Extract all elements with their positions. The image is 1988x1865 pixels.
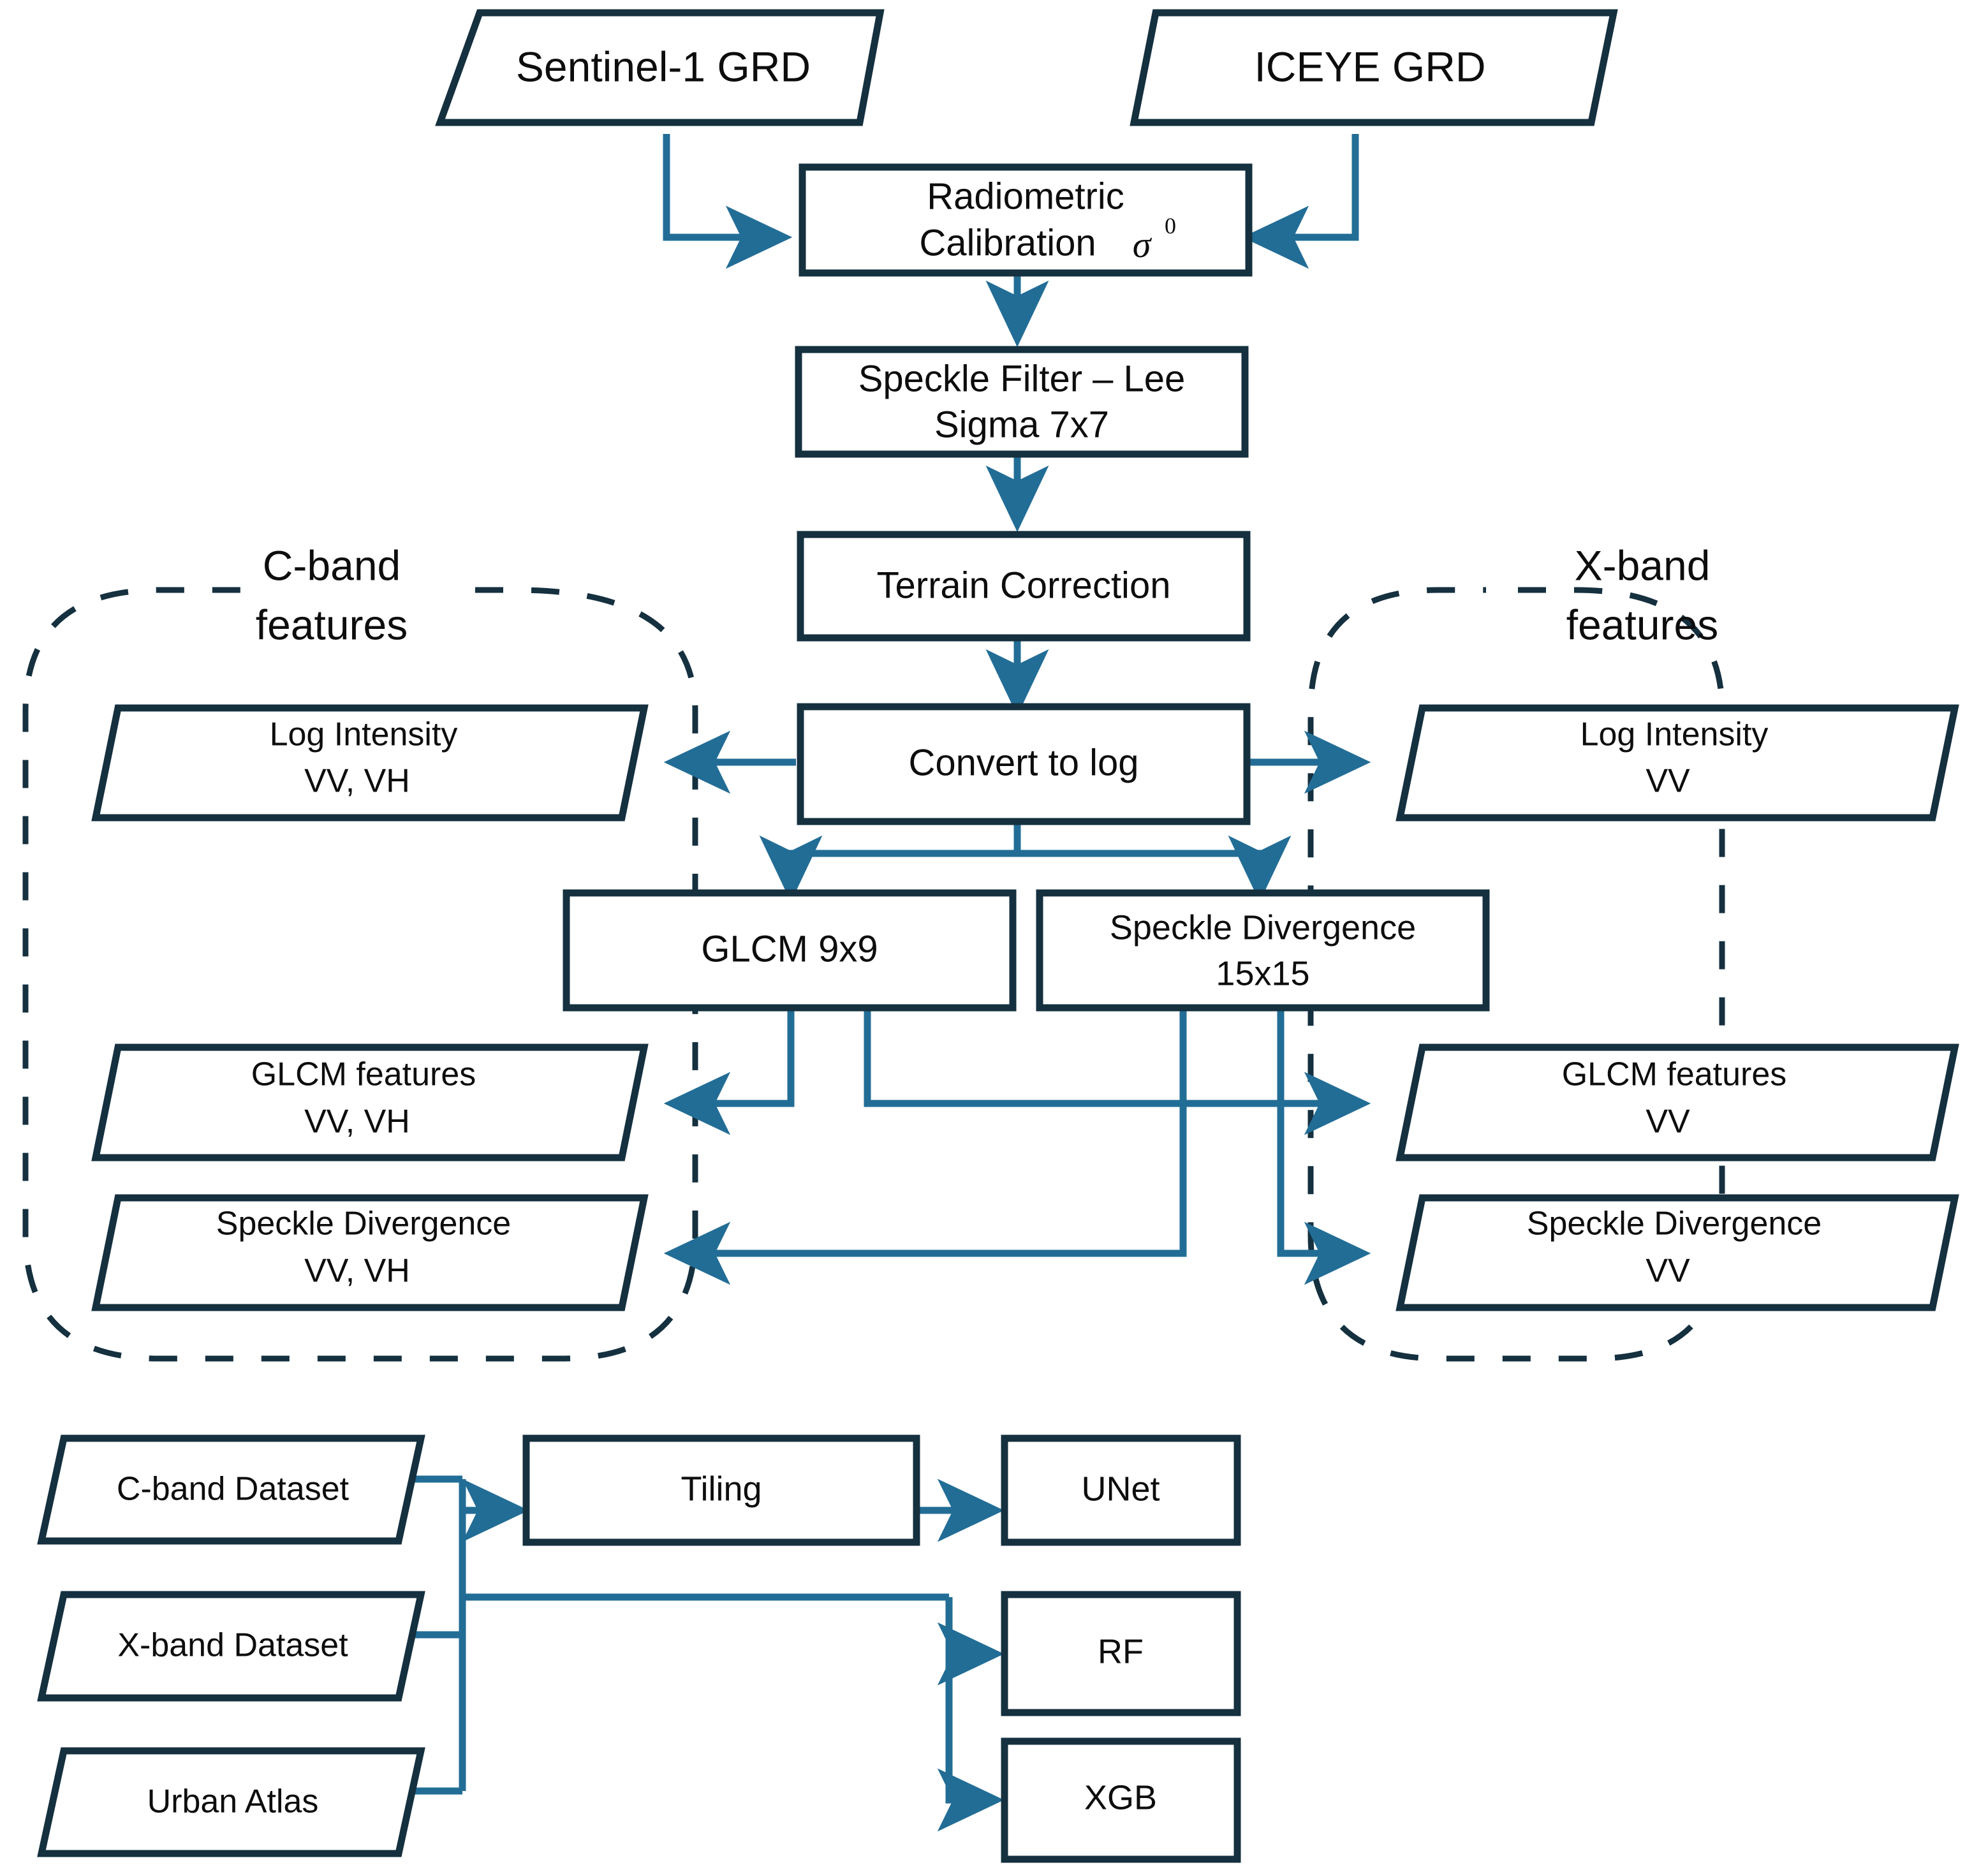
group-title-cband-line2: features — [256, 601, 408, 648]
feature-xband-log-intensity-line2: VV — [1646, 763, 1690, 800]
feature-cband-log-intensity[interactable]: Log Intensity VV, VH — [91, 704, 649, 822]
sigma-superscript: 0 — [1165, 213, 1176, 239]
feature-xband-speckle-divergence-line1: Speckle Divergence — [1527, 1205, 1822, 1242]
dataset-urban-atlas-label: Urban Atlas — [147, 1783, 319, 1820]
feature-xband-speckle-divergence-line2: VV — [1646, 1253, 1690, 1290]
edge-glcm-to-c-glcm — [663, 1008, 795, 1135]
stage-tiling[interactable]: Tiling — [522, 1434, 920, 1546]
node-glcm-9x9[interactable]: GLCM 9x9 — [563, 889, 1017, 1012]
edge-tolog-to-glcm — [759, 822, 1021, 903]
connector-layer — [663, 134, 1371, 1285]
node-terrain-correction-label: Terrain Correction — [877, 564, 1171, 606]
node-speckle-divergence-15x15[interactable]: Speckle Divergence 15x15 — [1036, 889, 1490, 1012]
feature-cband-speckle-divergence-line1: Speckle Divergence — [216, 1205, 511, 1242]
node-speckle-divergence-15x15-line1: Speckle Divergence — [1110, 908, 1416, 947]
group-title-cband-line1: C-band — [263, 542, 401, 589]
node-terrain-correction[interactable]: Terrain Correction — [797, 531, 1251, 642]
node-sentinel1-grd-label: Sentinel-1 GRD — [516, 43, 811, 90]
node-iceye-grd[interactable]: ICEYE GRD — [1130, 9, 1618, 126]
edge-tolog-to-specdiv — [1017, 835, 1292, 903]
edge-branch-to-rf — [937, 1597, 1005, 1686]
feature-xband-speckle-divergence[interactable]: Speckle Divergence VV — [1395, 1194, 1959, 1311]
group-title-xband-line2: features — [1566, 601, 1718, 648]
dataset-cband-label: C-band Dataset — [117, 1471, 350, 1508]
node-speckle-filter[interactable]: Speckle Filter – Lee Sigma 7x7 — [795, 346, 1249, 458]
feature-xband-log-intensity-line1: Log Intensity — [1580, 716, 1769, 753]
model-xgb-label: XGB — [1084, 1778, 1157, 1817]
feature-cband-log-intensity-line1: Log Intensity — [270, 716, 458, 753]
feature-cband-log-intensity-line2: VV, VH — [304, 763, 410, 800]
node-speckle-filter-line1: Speckle Filter – Lee — [858, 358, 1186, 399]
feature-xband-glcm-line2: VV — [1646, 1103, 1690, 1140]
dataset-xband[interactable]: X-band Dataset — [37, 1591, 425, 1702]
model-rf[interactable]: RF — [1001, 1591, 1241, 1716]
node-convert-to-log-label: Convert to log — [908, 742, 1138, 783]
sigma-symbol: σ — [1133, 224, 1152, 265]
dataset-xband-label: X-band Dataset — [117, 1627, 348, 1664]
connector-layer-bottom — [405, 1475, 1005, 1832]
model-unet[interactable]: UNet — [1001, 1434, 1241, 1546]
feature-cband-speckle-divergence[interactable]: Speckle Divergence VV, VH — [91, 1194, 649, 1311]
edge-sentinel1-to-radcal — [663, 134, 793, 269]
feature-xband-glcm-line1: GLCM features — [1562, 1056, 1787, 1093]
edge-iceye-to-radcal — [1242, 134, 1359, 269]
feature-cband-glcm-line1: GLCM features — [251, 1056, 476, 1093]
edge-specdiv-to-c-specdiv — [663, 1008, 1187, 1285]
edge-glcm-to-x-glcm — [864, 1008, 1371, 1135]
group-cband-boundary — [22, 587, 698, 1362]
feature-xband-glcm[interactable]: GLCM features VV — [1395, 1043, 1959, 1161]
node-radiometric-calibration-line1: Radiometric — [927, 175, 1124, 217]
group-title-xband-line1: X-band — [1575, 542, 1711, 589]
node-speckle-divergence-15x15-line2: 15x15 — [1216, 954, 1309, 992]
feature-xband-log-intensity[interactable]: Log Intensity VV — [1395, 704, 1959, 822]
node-sentinel1-grd[interactable]: Sentinel-1 GRD — [435, 9, 885, 126]
node-iceye-grd-label: ICEYE GRD — [1254, 43, 1485, 90]
model-rf-label: RF — [1098, 1632, 1144, 1670]
node-convert-to-log[interactable]: Convert to log — [797, 703, 1251, 825]
stage-tiling-label: Tiling — [681, 1470, 762, 1508]
dataset-cband[interactable]: C-band Dataset — [37, 1434, 425, 1545]
model-unet-label: UNet — [1081, 1470, 1160, 1508]
node-glcm-9x9-label: GLCM 9x9 — [701, 928, 878, 969]
node-speckle-filter-line2: Sigma 7x7 — [934, 404, 1109, 445]
feature-cband-glcm-line2: VV, VH — [304, 1103, 410, 1140]
edge-specdiv-to-x-specdiv — [1277, 1008, 1371, 1285]
node-radiometric-calibration[interactable]: Radiometric Calibration σ 0 — [799, 163, 1253, 277]
dataset-urban-atlas[interactable]: Urban Atlas — [37, 1747, 425, 1857]
node-radiometric-calibration-line2: Calibration σ 0 — [919, 213, 1176, 265]
feature-cband-speckle-divergence-line2: VV, VH — [304, 1253, 410, 1290]
model-xgb[interactable]: XGB — [1001, 1737, 1241, 1863]
edge-branch-to-xgb — [937, 1597, 1005, 1832]
feature-cband-glcm[interactable]: GLCM features VV, VH — [91, 1043, 649, 1161]
node-radiometric-calibration-line2-text: Calibration — [919, 222, 1096, 263]
